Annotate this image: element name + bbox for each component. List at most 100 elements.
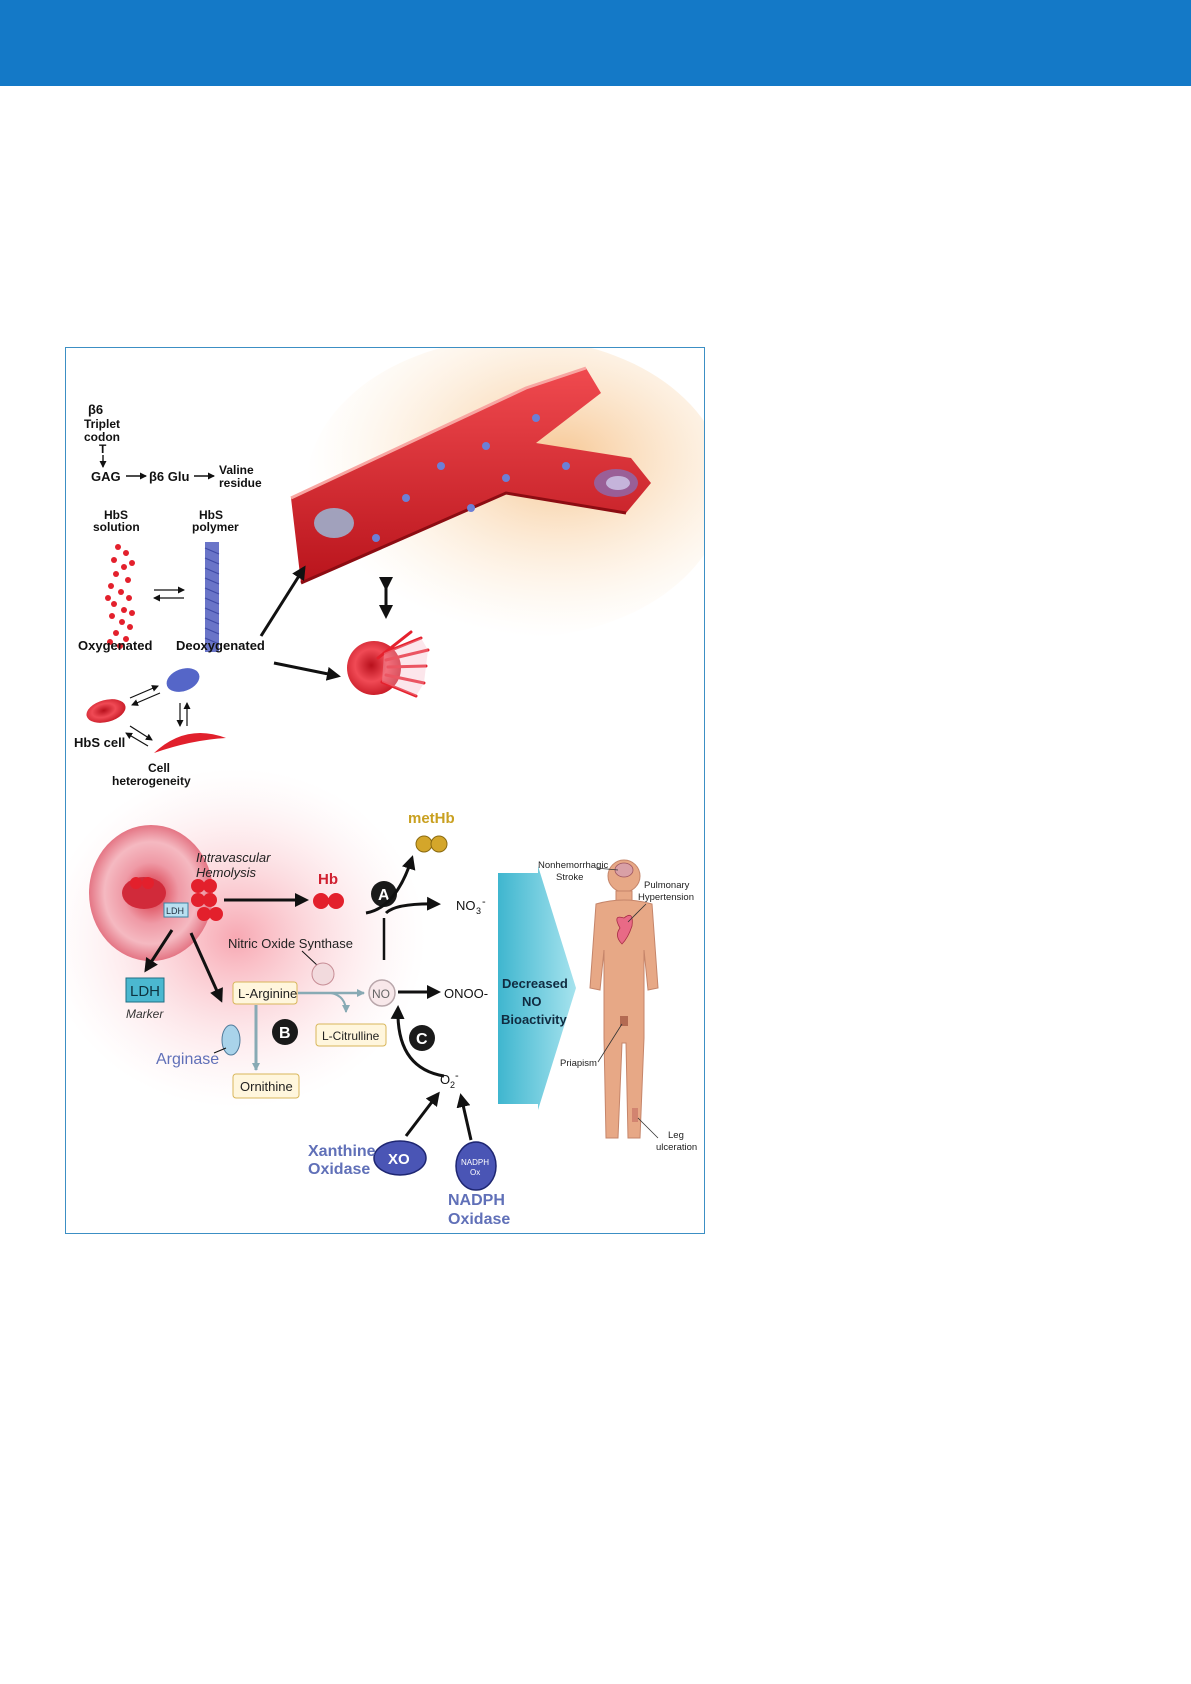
decreased-label: Decreased <box>502 976 568 991</box>
marker-label: Marker <box>126 1007 164 1021</box>
ldh-marker-label: LDH <box>130 983 160 1000</box>
no3-sub: 3 <box>476 906 481 916</box>
hbs-polymer-label-1: HbS <box>199 508 223 522</box>
xanthine-oxidase-label-1: Xanthine <box>308 1143 376 1160</box>
ldh-marker-box <box>125 977 165 1003</box>
arrow-to-vessel <box>259 565 306 637</box>
hb-label: Hb <box>318 871 338 888</box>
l-arginine-box <box>232 981 298 1005</box>
hbs-solution-label-1: HbS <box>104 508 128 522</box>
xo-enzyme <box>373 1140 427 1176</box>
arginase-label: Arginase <box>156 1051 219 1068</box>
nadph-oxidase-label-1: NADPH <box>448 1192 505 1209</box>
sickle-shaped-cell <box>154 733 226 753</box>
decreased-no-bioactivity-arrow <box>498 866 576 1110</box>
intravascular-label-1: Intravascular <box>196 850 271 865</box>
hbs-blue-cell <box>166 668 200 692</box>
stroke-label-1: Nonhemorrhagic <box>538 860 608 871</box>
pulmonary-label-2: Hypertension <box>638 892 694 903</box>
l-citrulline-box <box>315 1023 387 1047</box>
codon-gag-label: GAG <box>91 469 121 484</box>
nadph-enzyme-label-1: NADPH <box>461 1158 489 1167</box>
curve-to-methb <box>365 855 416 915</box>
cell-arrow-2 <box>131 692 161 706</box>
figure-frame: β6 Triplet codon T GAG β6 Glu Valine res… <box>65 347 705 1234</box>
curve-to-no3 <box>384 896 441 915</box>
cell-arrow-1 <box>129 685 159 699</box>
top-panel: β6 Triplet codon T GAG β6 Glu Valine res… <box>74 348 704 788</box>
hbs-polymer-label-2: polymer <box>192 520 239 534</box>
cell-heterogeneity-label-1: Cell <box>148 761 170 775</box>
step-c-label: C <box>416 1031 428 1048</box>
nos-pointer <box>301 950 319 967</box>
blood-vessel <box>290 366 651 585</box>
codon-glu-label: β6 Glu <box>149 469 190 484</box>
ldh-tag-label: LDH <box>166 906 184 916</box>
step-b-badge <box>272 1019 298 1045</box>
priapism-label: Priapism <box>560 1058 597 1069</box>
priapism-pointer <box>597 1023 623 1063</box>
arginine-to-citrulline-arrow <box>330 992 350 1013</box>
ornithine-label: Ornithine <box>240 1079 293 1094</box>
c-curve <box>390 1005 445 1078</box>
l-citrulline-label: L-Citrulline <box>322 1029 380 1043</box>
cell-arrow-6 <box>125 732 149 747</box>
arrow-to-sickled-cell <box>273 661 341 681</box>
heart-icon <box>616 914 633 945</box>
pulmonary-label-1: Pulmonary <box>644 880 690 891</box>
sickle-cell-diagram: β6 Triplet codon T GAG β6 Glu Valine res… <box>66 348 704 1228</box>
hbs-solution-dots <box>105 544 135 649</box>
methb-label: metHb <box>408 810 455 827</box>
no3-label: NO <box>456 898 476 913</box>
no-label: NO <box>372 987 390 1001</box>
hbs-cell-label: HbS cell <box>74 735 125 750</box>
codon-valine-label: Valine <box>219 463 254 477</box>
hb-molecule-2 <box>328 893 344 909</box>
pulmonary-pointer <box>627 903 647 923</box>
o2-sub: 2 <box>450 1080 455 1090</box>
hbs-red-cell <box>86 699 126 723</box>
xanthine-oxidase-label-2: Oxidase <box>308 1161 370 1178</box>
xo-to-o2-arrow <box>404 1091 440 1137</box>
ldh-tag-box <box>163 902 189 918</box>
codon-triplet-label: Triplet <box>84 417 120 431</box>
stroke-label-2: Stroke <box>556 872 583 883</box>
nos-label: Nitric Oxide Synthase <box>228 936 353 951</box>
nos-enzyme <box>311 962 335 986</box>
no-molecule <box>368 979 396 1007</box>
nadph-enzyme-label-2: Ox <box>470 1168 480 1177</box>
step-b-label: B <box>279 1025 291 1042</box>
hbs-polymer-fiber <box>204 542 220 652</box>
methb-molecule-2 <box>430 835 448 853</box>
nadph-enzyme <box>455 1141 497 1191</box>
hemolysing-red-cell <box>89 825 223 961</box>
leg-ulceration-label-2: ulceration <box>656 1142 697 1153</box>
deoxygenated-label: Deoxygenated <box>176 638 265 653</box>
leg-ulcer-marker <box>632 1108 638 1122</box>
codon-codon-label: codon <box>84 430 120 444</box>
step-a-label: A <box>378 887 390 904</box>
arrow-to-ldh <box>144 929 174 973</box>
arrow-to-arginase <box>189 932 223 1003</box>
intravascular-label-2: Hemolysis <box>196 865 256 880</box>
no3-sup: - <box>482 896 486 908</box>
o2-label: O <box>440 1072 450 1087</box>
decreased-bioactivity-label: Bioactivity <box>501 1012 568 1027</box>
arginase-pointer <box>213 1047 227 1054</box>
sickled-cell-with-polymers <box>347 630 430 698</box>
arginase-enzyme <box>221 1024 241 1056</box>
cell-arrow-5 <box>129 725 153 741</box>
codon-beta6-label: β6 <box>88 402 103 417</box>
methb-molecule-1 <box>415 835 433 853</box>
o2-sup: - <box>455 1070 459 1082</box>
hb-molecule-1 <box>313 893 329 909</box>
l-arginine-label: L-Arginine <box>238 986 297 1001</box>
nadph-to-o2-arrow <box>456 1093 473 1141</box>
step-c-badge <box>409 1025 435 1051</box>
codon-residue-label: residue <box>219 476 262 490</box>
ornithine-box <box>232 1073 300 1099</box>
stroke-pointer <box>595 867 619 871</box>
bottom-panel: LDH Intravascular Hemolysis Hb metHb A N… <box>66 768 697 1228</box>
leg-pointer <box>637 1117 659 1139</box>
header-bar <box>0 0 1191 86</box>
